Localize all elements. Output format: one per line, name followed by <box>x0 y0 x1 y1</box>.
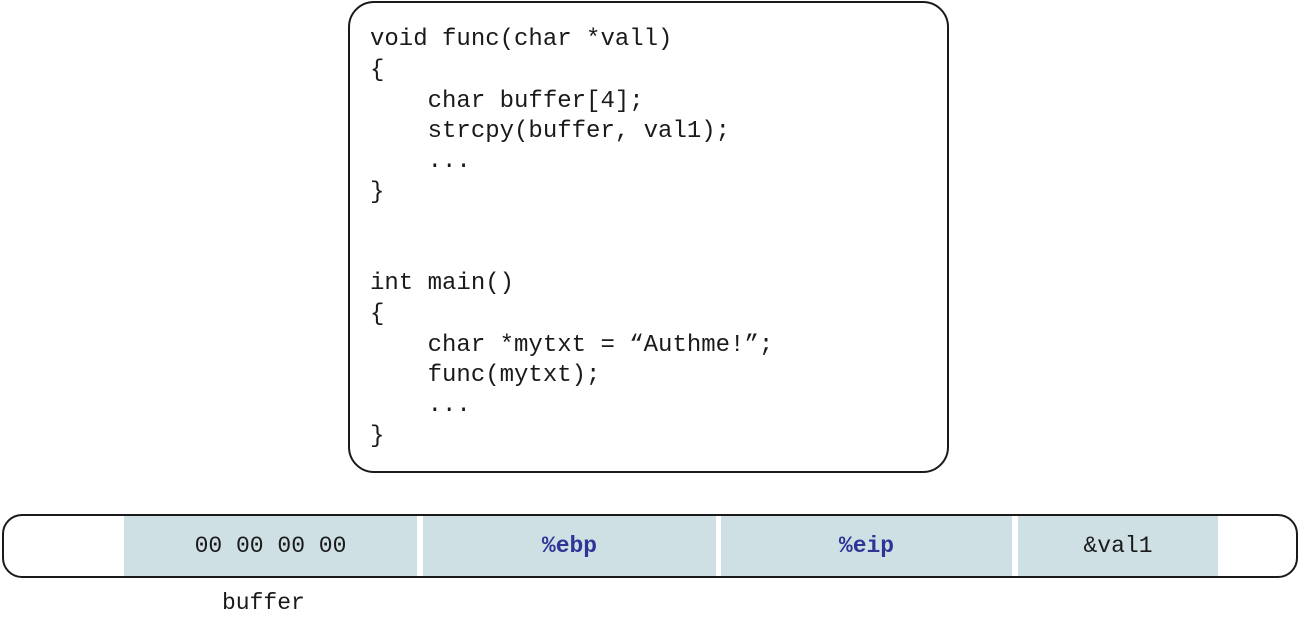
code-line: char *mytxt = “Authme!”; <box>370 332 774 359</box>
stack-cell-eip: %eip <box>721 516 1012 576</box>
code-line: ... <box>370 392 471 419</box>
code-line: } <box>370 179 385 206</box>
buffer-caption: buffer <box>222 590 305 616</box>
code-line: { <box>370 57 385 84</box>
val1-address-label: &val1 <box>1083 533 1153 559</box>
stack-cell-ebp: %ebp <box>423 516 716 576</box>
code-line: strcpy(buffer, val1); <box>370 118 731 145</box>
eip-register-label: %eip <box>838 533 895 559</box>
code-snippet-box: void func(char *vall) { char buffer[4]; … <box>348 1 949 473</box>
code-line: { <box>370 301 385 328</box>
code-line: char buffer[4]; <box>370 88 644 115</box>
code-line: ... <box>370 148 471 175</box>
stack-cell-val1: &val1 <box>1018 516 1218 576</box>
stack-cell-buffer: 00 00 00 00 <box>124 516 417 576</box>
code-line: func(mytxt); <box>370 362 601 389</box>
buffer-value: 00 00 00 00 <box>194 533 347 559</box>
code-line: } <box>370 423 385 450</box>
code-line: void func(char *vall) <box>370 26 673 53</box>
code-line: int main() <box>370 270 515 297</box>
ebp-register-label: %ebp <box>541 533 598 559</box>
stack-memory-bar: 00 00 00 00 %ebp %eip &val1 <box>2 514 1298 578</box>
